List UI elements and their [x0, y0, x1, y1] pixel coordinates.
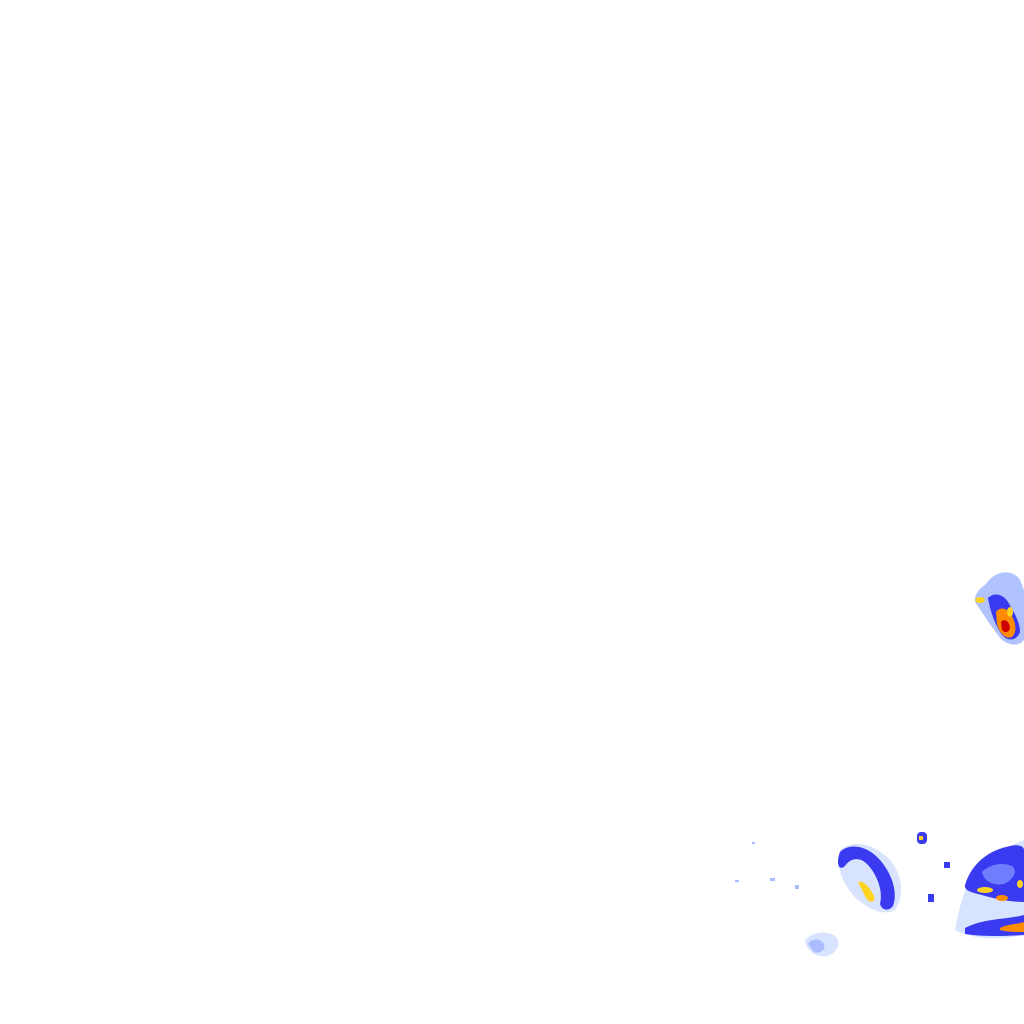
echo-speck — [928, 894, 934, 902]
echo-patch — [808, 939, 825, 953]
echo-heavy-spot — [996, 895, 1008, 901]
radar-echo-northeast-cell — [974, 572, 1024, 645]
radar-echo-southeast-band — [955, 840, 1024, 939]
echo-very-heavy-core — [1001, 620, 1010, 633]
echo-spot — [975, 597, 985, 603]
echo-speck — [795, 885, 799, 889]
echo-moderate-ring — [837, 846, 895, 910]
echo-heavy-spot — [1017, 880, 1023, 888]
radar-echo-south-central-band — [837, 832, 950, 913]
echo-heavy-band — [1000, 922, 1024, 932]
echo-speck — [944, 862, 950, 868]
echo-heavy-spot — [858, 881, 875, 902]
echo-speck — [770, 878, 775, 881]
radar-echo-southwest-cluster — [735, 842, 839, 957]
echo-moderate-light — [982, 864, 1015, 885]
echo-speck — [752, 842, 755, 844]
echo-speck — [919, 836, 923, 840]
echo-heavy-spot — [977, 887, 993, 893]
echo-speck — [735, 880, 739, 882]
echo-spot — [1007, 607, 1013, 617]
